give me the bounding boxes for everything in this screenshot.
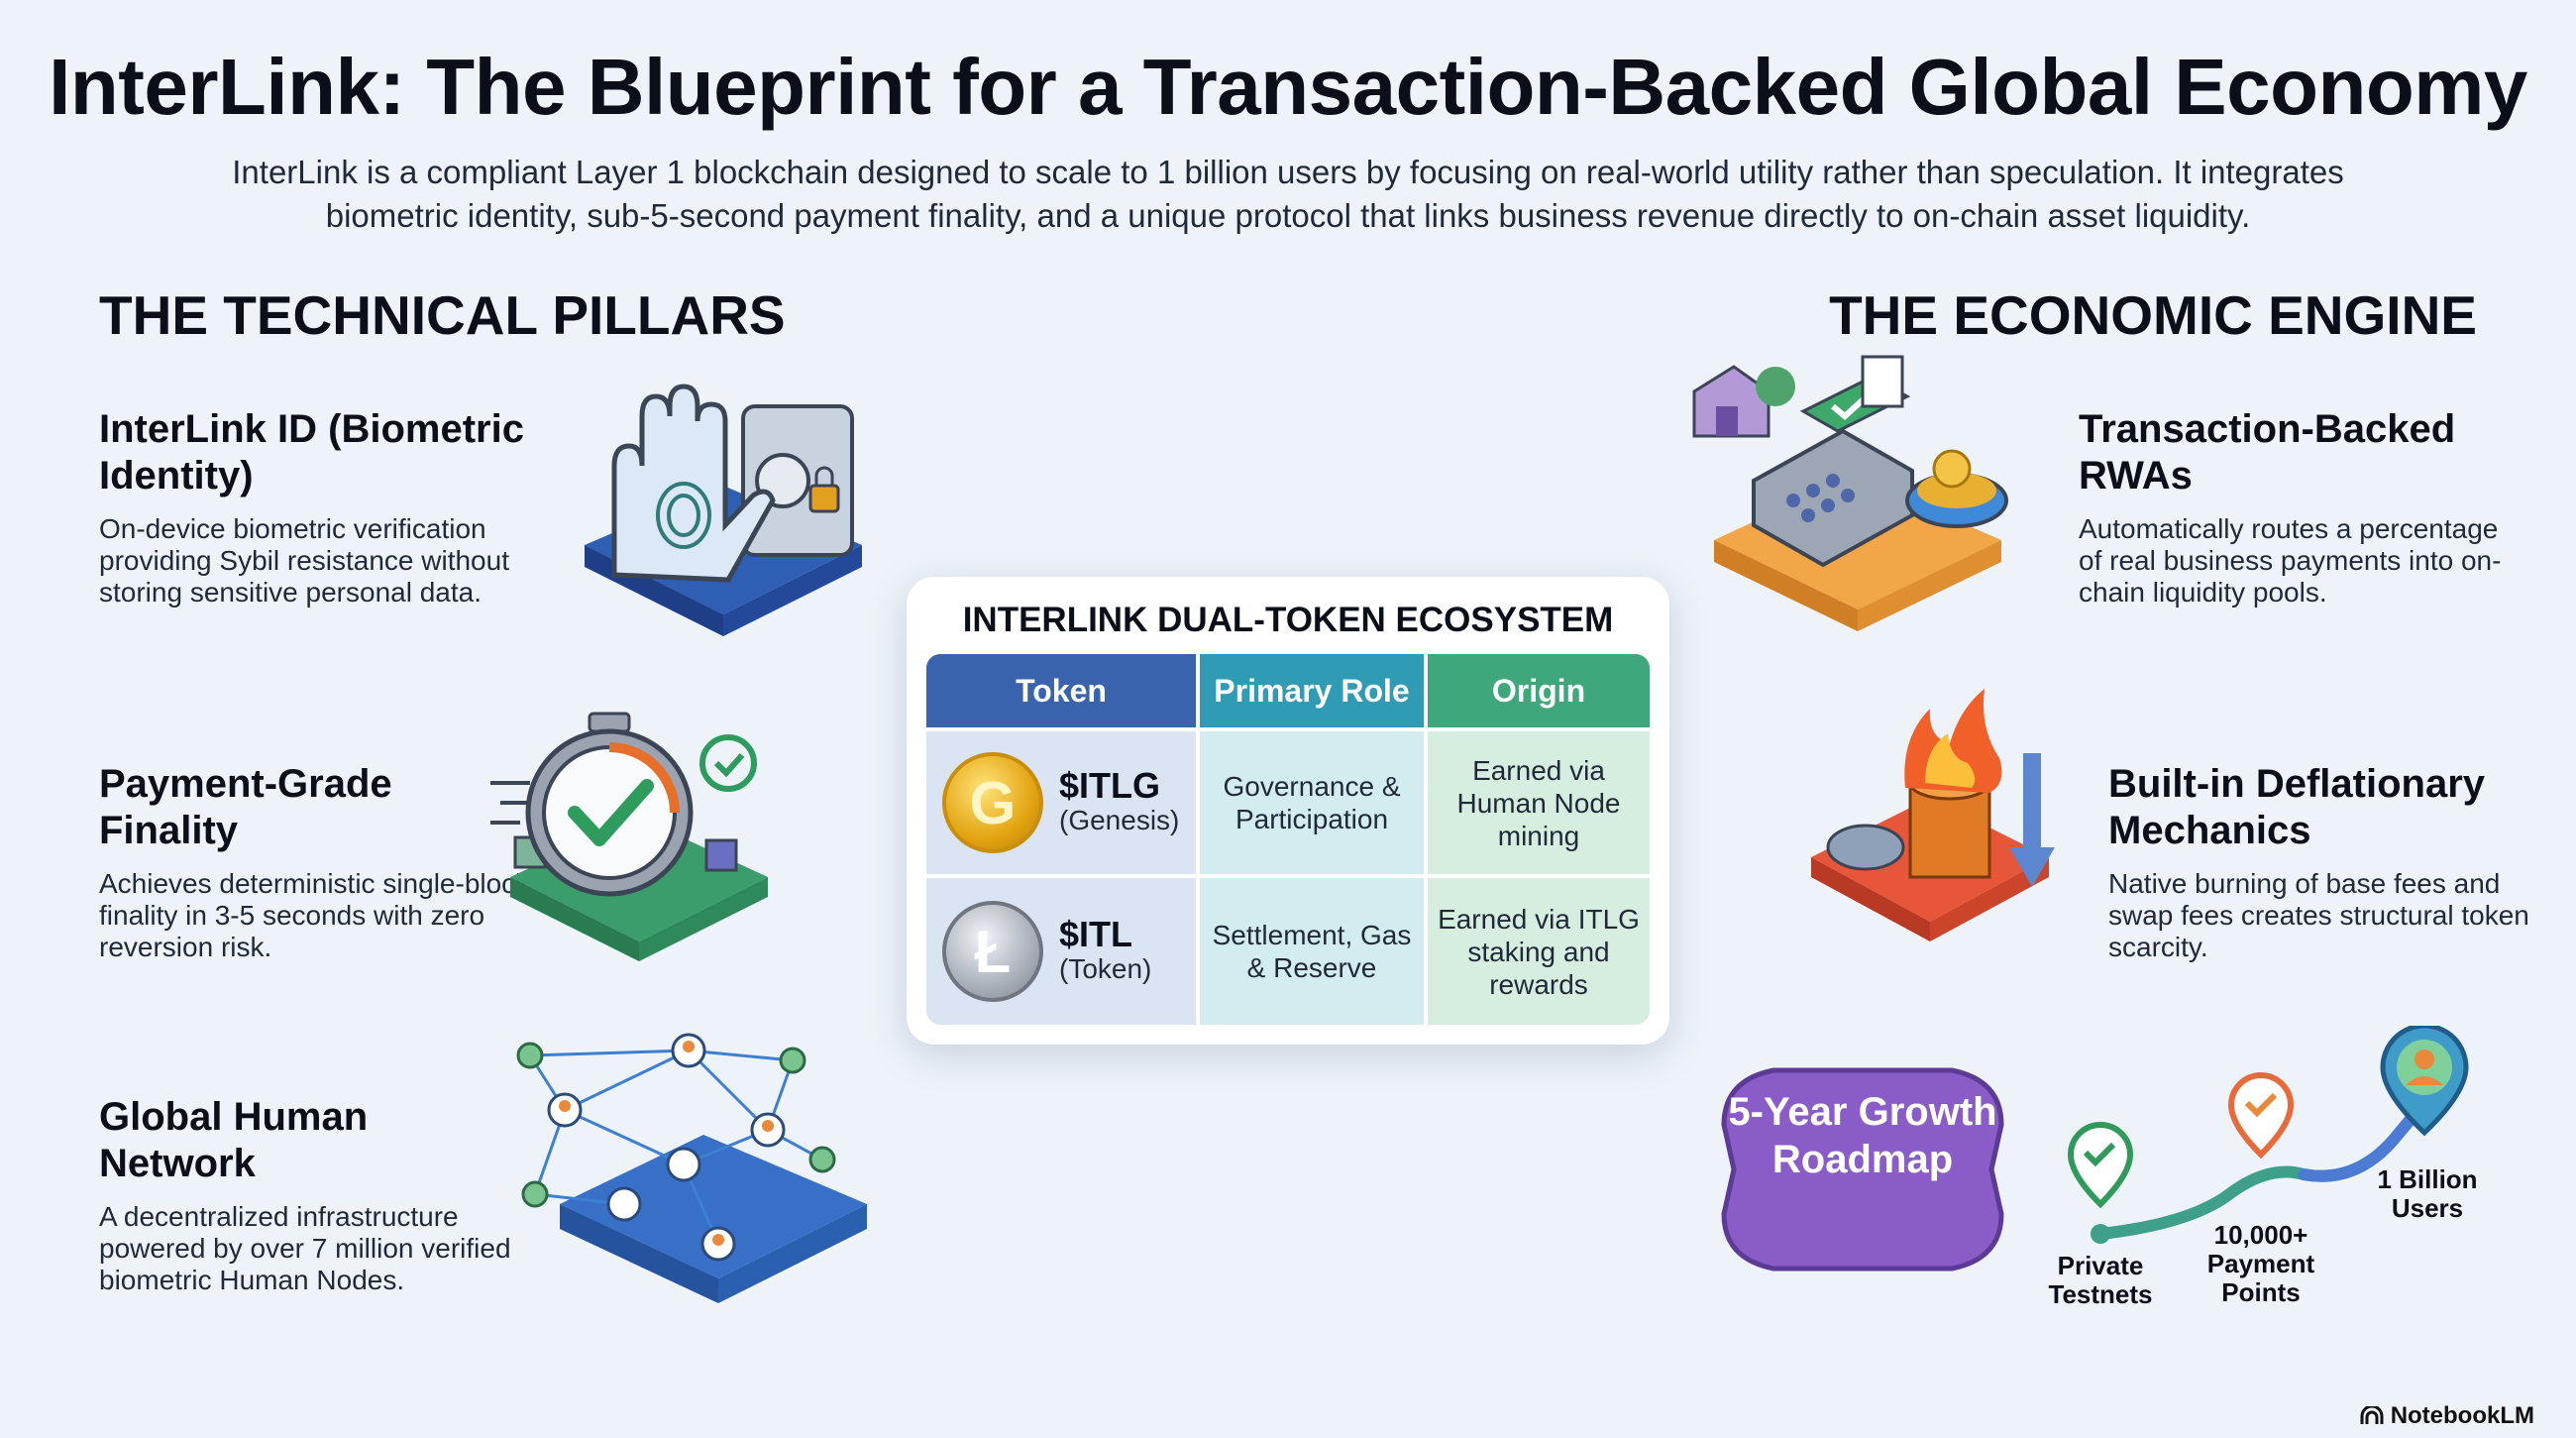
table-cell-role: Governance & Participation xyxy=(1200,731,1424,874)
token-symbol: $ITLG xyxy=(1059,765,1161,806)
token-subtitle: (Genesis) xyxy=(1059,805,1180,835)
brand-name: NotebookLM xyxy=(2390,1402,2534,1429)
pillar-deflationary-mechanics: Built-in Deflationary Mechanics Native b… xyxy=(2108,761,2534,963)
pillar-body: Native burning of base fees and swap fee… xyxy=(2108,868,2529,962)
pillar-title: Built-in Deflationary Mechanics xyxy=(2108,762,2486,852)
page-title: InterLink: The Blueprint for a Transacti… xyxy=(49,43,2527,131)
human-node-network-icon xyxy=(516,1033,867,1303)
column-header-origin: Origin xyxy=(1428,654,1650,727)
pillar-human-network: Global Human Network A decentralized inf… xyxy=(99,1094,535,1296)
token-table-title: INTERLINK DUAL-TOKEN ECOSYSTEM xyxy=(962,601,1614,639)
burning-coins-icon xyxy=(1811,689,2055,941)
table-cell-origin: Earned via ITLG staking and rewards xyxy=(1428,878,1650,1025)
pillar-body: Achieves deterministic single-block fina… xyxy=(99,868,530,962)
payment-terminal-coins-icon xyxy=(1692,355,2008,631)
table-cell-origin: Earned via Human Node mining xyxy=(1428,731,1650,874)
pillar-interlink-id: InterLink ID (Biometric Identity) On-dev… xyxy=(99,406,535,608)
table-row-itl-token: Ł $ITL (Token) xyxy=(926,878,1196,1025)
biometric-hand-vault-icon xyxy=(585,384,862,636)
table-row-itlg-token: G $ITLG (Genesis) xyxy=(926,731,1196,874)
intro-text: InterLink is a compliant Layer 1 blockch… xyxy=(232,154,2344,234)
token-subtitle: (Token) xyxy=(1059,953,1152,984)
itl-coin-icon: Ł xyxy=(942,901,1043,1002)
genesis-coin-icon: G xyxy=(942,752,1043,853)
roadmap-milestone-label: 10,000+ Payment Points xyxy=(2206,1220,2315,1307)
table-cell-role: Settlement, Gas & Reserve xyxy=(1200,878,1424,1025)
token-symbol: $ITL xyxy=(1059,914,1133,954)
brand-footer: NotebookLM xyxy=(2359,1402,2534,1430)
pillar-transaction-rwas: Transaction-Backed RWAs Automatically ro… xyxy=(2079,406,2505,608)
pillar-body: A decentralized infrastructure powered b… xyxy=(99,1201,511,1295)
pillar-title: InterLink ID (Biometric Identity) xyxy=(99,407,524,498)
roadmap-milestone-label: 1 Billion Users xyxy=(2377,1164,2478,1223)
column-header-token: Token xyxy=(926,654,1196,727)
pillar-body: Automatically routes a percentage of rea… xyxy=(2079,513,2502,608)
technical-pillars-heading: THE TECHNICAL PILLARS xyxy=(99,284,786,346)
roadmap-path-icon xyxy=(2067,1026,2469,1244)
economic-engine-heading: THE ECONOMIC ENGINE xyxy=(1829,284,2477,346)
pillar-title: Transaction-Backed RWAs xyxy=(2079,407,2456,498)
pillar-title: Global Human Network xyxy=(99,1095,369,1185)
roadmap-badge-text: 5-Year Growth Roadmap xyxy=(1728,1090,1997,1181)
roadmap-badge-shape xyxy=(1721,1067,2004,1272)
stopwatch-check-icon xyxy=(490,712,768,961)
column-header-role: Primary Role xyxy=(1200,654,1424,727)
notebooklm-logo-icon xyxy=(2360,1406,2384,1424)
pillar-payment-finality: Payment-Grade Finality Achieves determin… xyxy=(99,761,535,963)
pillar-body: On-device biometric verification providi… xyxy=(99,513,509,608)
token-table-card: INTERLINK DUAL-TOKEN ECOSYSTEM Token Pri… xyxy=(907,577,1669,1045)
roadmap-milestone-label: Private Testnets xyxy=(2048,1251,2153,1309)
pillar-title: Payment-Grade Finality xyxy=(99,762,392,852)
